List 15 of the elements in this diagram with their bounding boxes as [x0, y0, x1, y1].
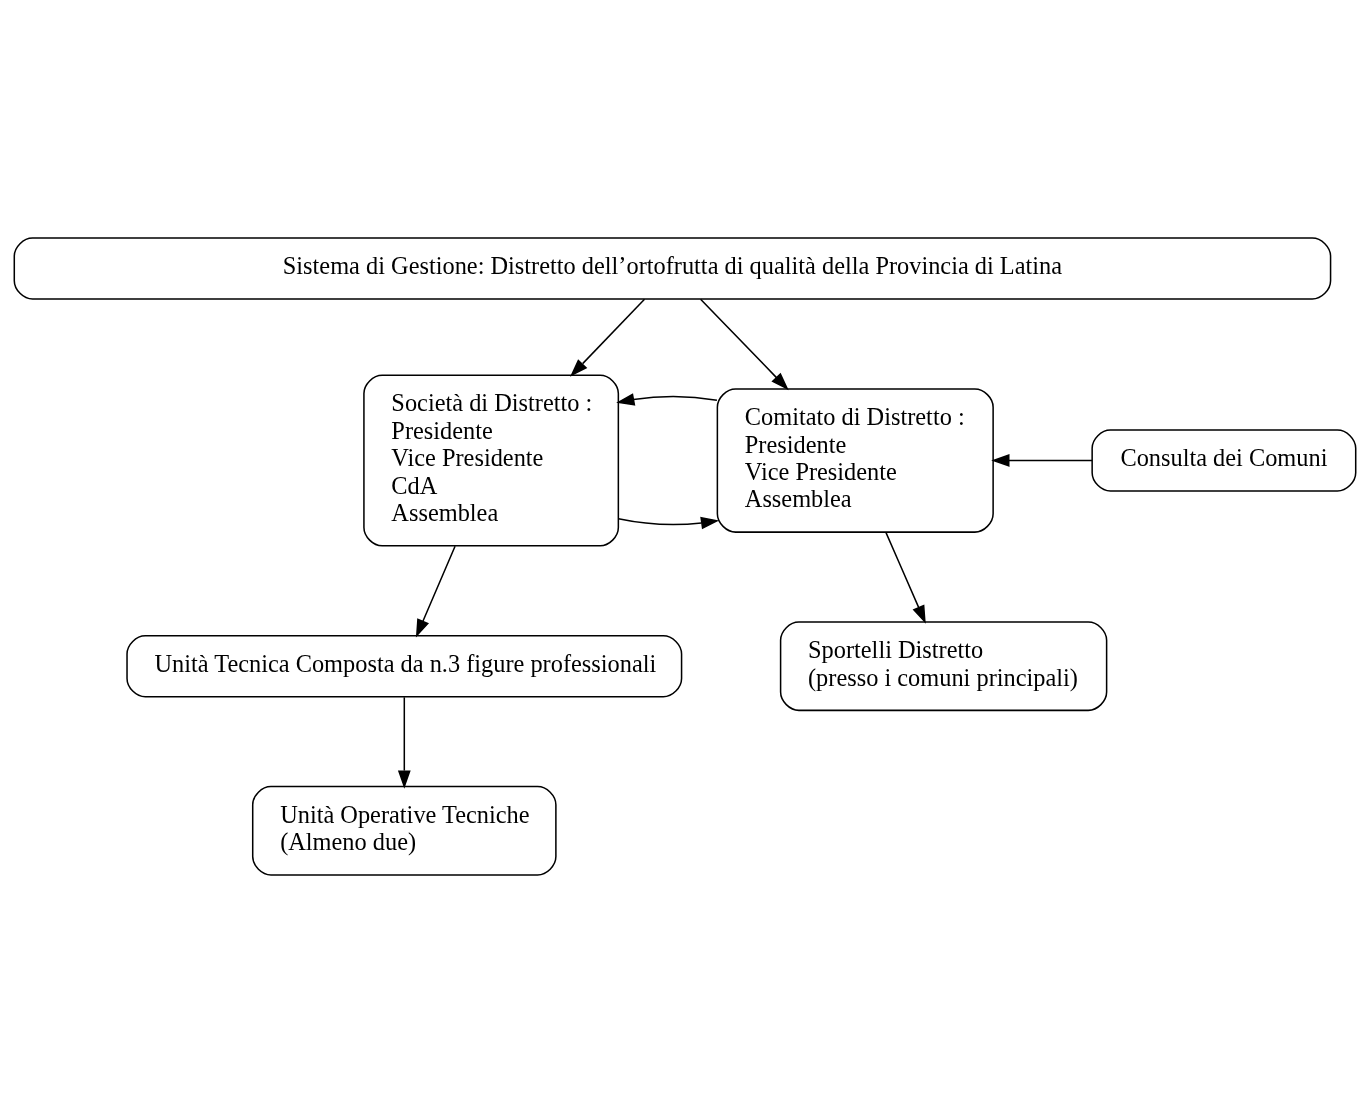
node-box: Comitato di Distretto : Presidente Vice Presidente Assemblea: [716, 388, 994, 533]
node-box: Unità Operative Tecniche (Almeno due): [251, 785, 557, 876]
arrow: [617, 516, 720, 530]
arrow: [397, 696, 411, 789]
arrow: [885, 531, 926, 624]
arrow: [616, 393, 718, 406]
arrow: [570, 298, 646, 377]
node-box: Società di Distretto : Presidente Vice Presidente CdA Assemblea: [363, 374, 620, 547]
arrow: [415, 545, 456, 638]
node-box: Unità Tecnica Composta da n.3 figure professionali: [126, 634, 683, 698]
node-box: Sportelli Distretto (presso i comuni principali): [779, 621, 1108, 712]
arrow: [991, 454, 1093, 467]
node-box: Consulta dei Comuni: [1091, 429, 1357, 492]
arrow: [699, 298, 789, 391]
node-box: Sistema di Gestione: Distretto dell’ortofrutta di qualità della Provincia di Latina: [13, 237, 1332, 300]
